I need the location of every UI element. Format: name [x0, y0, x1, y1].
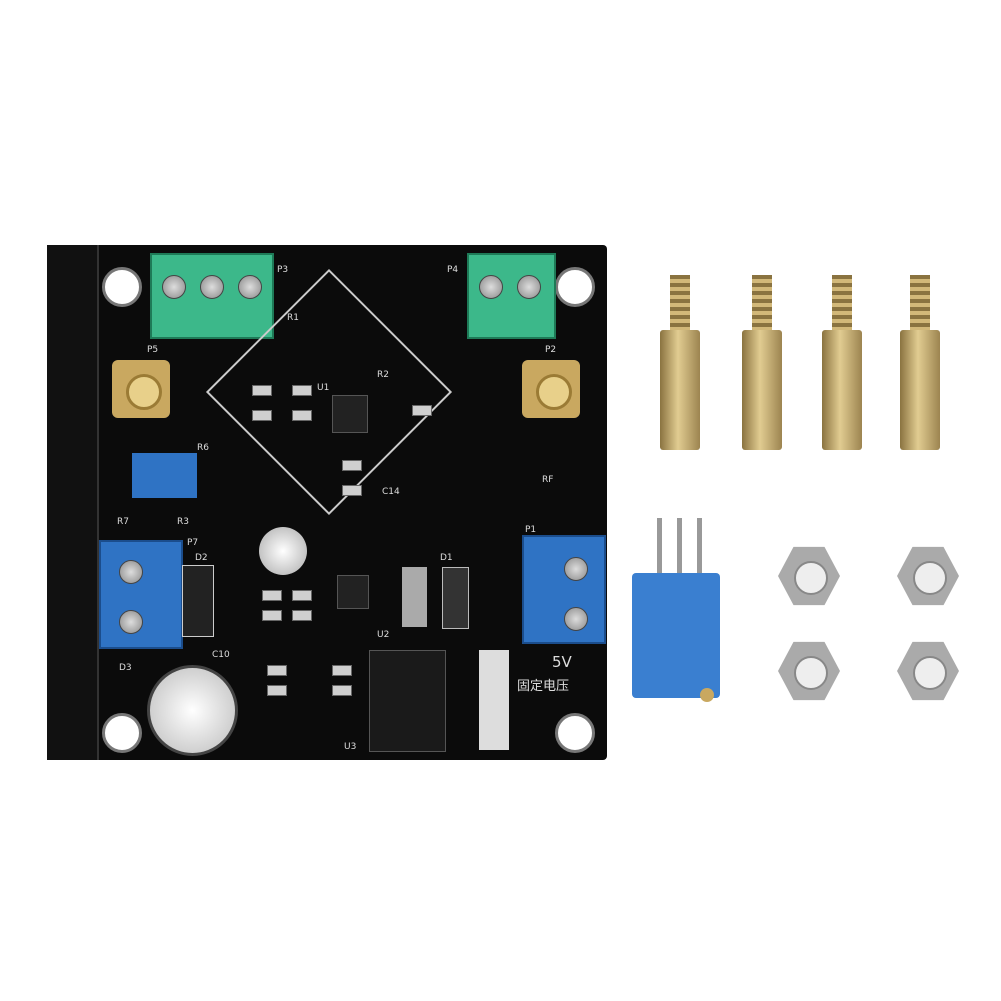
capacitor-c12 — [259, 527, 307, 575]
label-r3: R3 — [177, 517, 189, 527]
label-d1: D1 — [440, 553, 453, 563]
hex-nut — [897, 641, 959, 701]
capacitor-c6 — [402, 567, 427, 627]
label-p7: P7 — [187, 538, 199, 548]
hex-nut — [778, 546, 840, 606]
terminal-block-p7 — [99, 540, 183, 649]
terminal-block-p1 — [522, 535, 606, 644]
label-c14: C14 — [382, 487, 400, 497]
diode-d2 — [182, 565, 214, 637]
label-u2: U2 — [377, 630, 390, 640]
brass-standoff — [742, 275, 782, 460]
label-r1: R1 — [287, 313, 299, 323]
label-5v: 5V — [552, 653, 572, 671]
label-d3: D3 — [119, 663, 132, 673]
sma-connector-p2 — [522, 360, 580, 418]
label-fixed-voltage: 固定电压 — [517, 679, 570, 694]
ic-u2 — [337, 575, 369, 609]
brass-standoff — [822, 275, 862, 460]
label-p1: P1 — [525, 525, 537, 535]
hex-nut — [897, 546, 959, 606]
brass-standoff — [660, 275, 700, 460]
hex-nut — [778, 641, 840, 701]
diode-d1 — [442, 567, 469, 629]
brass-standoff — [900, 275, 940, 460]
board-edge-strip — [47, 245, 99, 760]
regulator-u3 — [369, 650, 446, 752]
label-p3: P3 — [277, 265, 289, 275]
label-u3: U3 — [344, 742, 357, 752]
mount-hole — [102, 267, 142, 307]
label-u1: U1 — [317, 383, 330, 393]
label-p4: P4 — [447, 265, 459, 275]
label-rf: RF — [542, 475, 554, 485]
trimmer-potentiometer — [632, 518, 722, 708]
label-r7: R7 — [117, 517, 129, 527]
label-p5: P5 — [147, 345, 159, 355]
pcb-board: P3 P4 P5 P2 R1 U1 R2 C14 R6 R7 R3 P7 D2 … — [47, 245, 607, 760]
mount-hole — [102, 713, 142, 753]
sma-connector-p5 — [112, 360, 170, 418]
heatsink-tab — [479, 650, 509, 750]
terminal-block-p3 — [150, 253, 274, 339]
capacitor-c10 — [147, 665, 238, 756]
label-r2: R2 — [377, 370, 389, 380]
terminal-block-p4 — [467, 253, 556, 339]
ic-u1 — [332, 395, 368, 433]
mount-hole — [555, 267, 595, 307]
label-d2: D2 — [195, 553, 208, 563]
label-p2: P2 — [545, 345, 557, 355]
label-c10: C10 — [212, 650, 230, 660]
label-r6: R6 — [197, 443, 209, 453]
trimmer-r6 — [132, 453, 197, 498]
mount-hole — [555, 713, 595, 753]
